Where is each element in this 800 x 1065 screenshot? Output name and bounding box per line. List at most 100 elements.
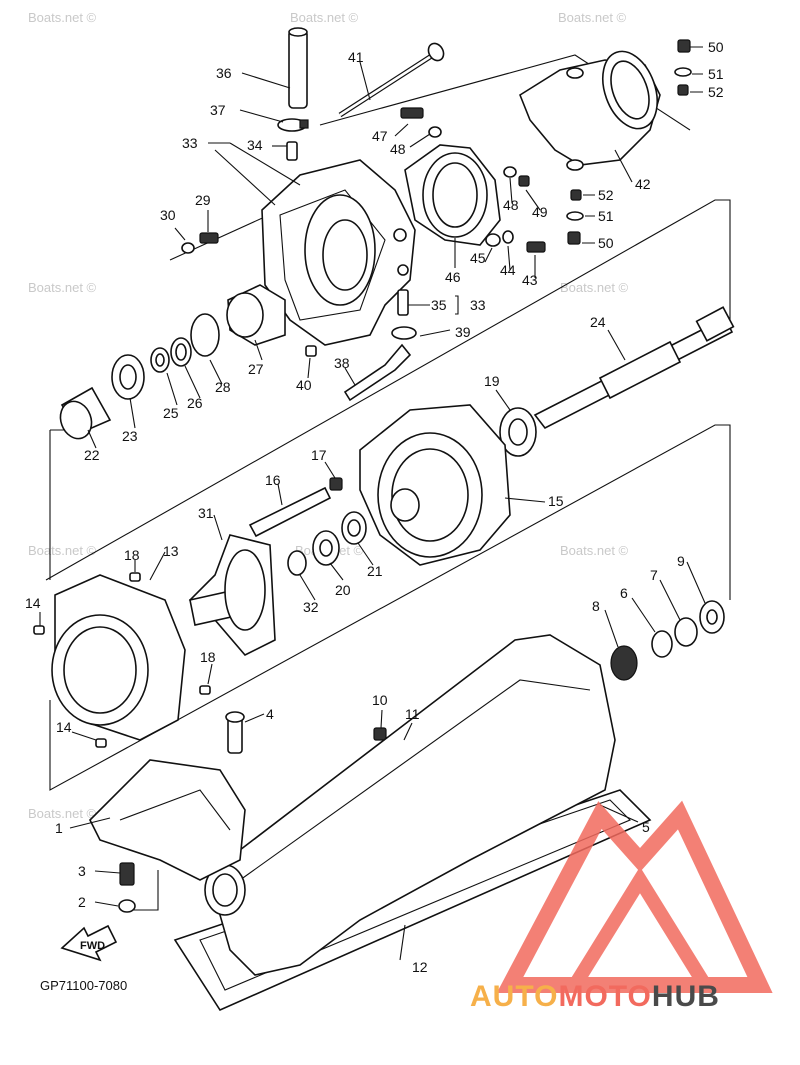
callout-50: 50: [708, 39, 724, 55]
callout-52-b: 52: [598, 187, 614, 203]
part-1-cover: [89, 759, 246, 881]
callout-20: 20: [335, 582, 351, 598]
callout-34: 34: [247, 137, 263, 153]
callout-46: 46: [445, 269, 461, 285]
part-6-9-gear-set: [610, 600, 725, 681]
callout-30: 30: [160, 207, 176, 223]
callout-3: 3: [78, 863, 86, 879]
callout-41: 41: [348, 49, 364, 65]
logo-text-moto: MOTO: [558, 980, 651, 1013]
callout-14: 14: [25, 595, 41, 611]
callout-33-b: 33: [470, 297, 486, 313]
callout-51-b: 51: [598, 208, 614, 224]
part-42-nozzle: [519, 50, 661, 171]
part-36-sleeve: [288, 27, 308, 109]
callout-28: 28: [215, 379, 231, 395]
callout-33: 33: [182, 135, 198, 151]
callout-21: 21: [367, 563, 383, 579]
watermark-4: Boats.net ©: [28, 280, 97, 295]
watermark-2: Boats.net ©: [290, 10, 359, 25]
callout-49: 49: [532, 204, 548, 220]
callout-31: 31: [198, 505, 214, 521]
callout-12: 12: [412, 959, 428, 975]
part-24-drive-shaft: [533, 306, 735, 430]
callout-37: 37: [210, 102, 226, 118]
logo-triangle-icon: [496, 800, 773, 993]
bracket-35-33: [455, 295, 459, 315]
callout-43: 43: [522, 272, 538, 288]
callout-48: 48: [390, 141, 406, 157]
callout-14-b: 14: [56, 719, 72, 735]
callout-44: 44: [500, 262, 516, 278]
callout-51: 51: [708, 66, 724, 82]
callout-7: 7: [650, 567, 658, 583]
part-41-long-bolt: [338, 42, 445, 118]
callout-2: 2: [78, 894, 86, 910]
fwd-arrow-icon: FWD: [60, 924, 118, 962]
part-46-nozzle-ring: [404, 144, 501, 246]
part-13-intake-housing: [51, 574, 186, 741]
callout-39: 39: [455, 324, 471, 340]
watermark-9: Boats.net ©: [560, 543, 629, 558]
callout-4: 4: [266, 706, 274, 722]
callout-1: 1: [55, 820, 63, 836]
fwd-label: FWD: [80, 940, 105, 952]
callout-9: 9: [677, 553, 685, 569]
part-34-pin: [286, 141, 298, 161]
callout-10: 10: [372, 692, 388, 708]
part-22-sleeve: [59, 386, 112, 440]
callout-8: 8: [592, 598, 600, 614]
part-31-impeller: [188, 534, 276, 656]
callout-24: 24: [590, 314, 606, 330]
part-17-fitting: [329, 477, 343, 491]
watermark-7: Boats.net ©: [28, 543, 97, 558]
callout-17: 17: [311, 447, 327, 463]
callout-16: 16: [265, 472, 281, 488]
callout-29: 29: [195, 192, 211, 208]
callout-11: 11: [405, 706, 420, 722]
part-37-clamp: [277, 118, 309, 132]
callout-25: 25: [163, 405, 179, 421]
callout-42: 42: [635, 176, 651, 192]
callout-27: 27: [248, 361, 264, 377]
top-hardware: [181, 39, 692, 340]
callout-36: 36: [216, 65, 232, 81]
callout-labels: 50 51 52 41 36 37 33 34 47 48 42 52 51 5…: [25, 39, 724, 975]
callout-18: 18: [124, 547, 140, 563]
part-38-hose: [343, 343, 412, 402]
part-3-bolt: [119, 862, 135, 886]
part-27-inlet-cover: [226, 284, 286, 346]
watermark-10: Boats.net ©: [28, 806, 97, 821]
callout-15: 15: [548, 493, 564, 509]
part-5-pump-tunnel: [204, 634, 616, 976]
part-14-18-pins: [33, 572, 211, 748]
callout-26: 26: [187, 395, 203, 411]
part-20-21-32-seals: [287, 511, 367, 576]
svg-text:AUTOMOTOHUB: AUTOMOTOHUB: [470, 980, 720, 1013]
callout-6: 6: [620, 585, 628, 601]
callout-48-b: 48: [503, 197, 519, 213]
part-10-bolt: [373, 727, 387, 741]
watermark-6: Boats.net ©: [560, 280, 629, 295]
callout-32: 32: [303, 599, 319, 615]
watermark-3: Boats.net ©: [558, 10, 627, 25]
part-16-tube: [248, 486, 332, 538]
callout-18-b: 18: [200, 649, 216, 665]
part-23-bearing: [111, 354, 145, 400]
callout-23: 23: [122, 428, 138, 444]
part-2-washer: [118, 899, 136, 913]
callout-38: 38: [334, 355, 350, 371]
callout-47: 47: [372, 128, 388, 144]
part-33-pump-housing: [261, 159, 416, 346]
callout-45: 45: [470, 250, 486, 266]
callout-22: 22: [84, 447, 100, 463]
callout-52: 52: [708, 84, 724, 100]
logo-text-auto: AUTO: [470, 980, 558, 1013]
callout-40: 40: [296, 377, 312, 393]
part-40-pin: [305, 345, 317, 357]
logo-text-hub: HUB: [652, 980, 720, 1013]
watermark-1: Boats.net ©: [28, 10, 97, 25]
part-28-o-ring: [190, 313, 220, 357]
callout-50-b: 50: [598, 235, 614, 251]
